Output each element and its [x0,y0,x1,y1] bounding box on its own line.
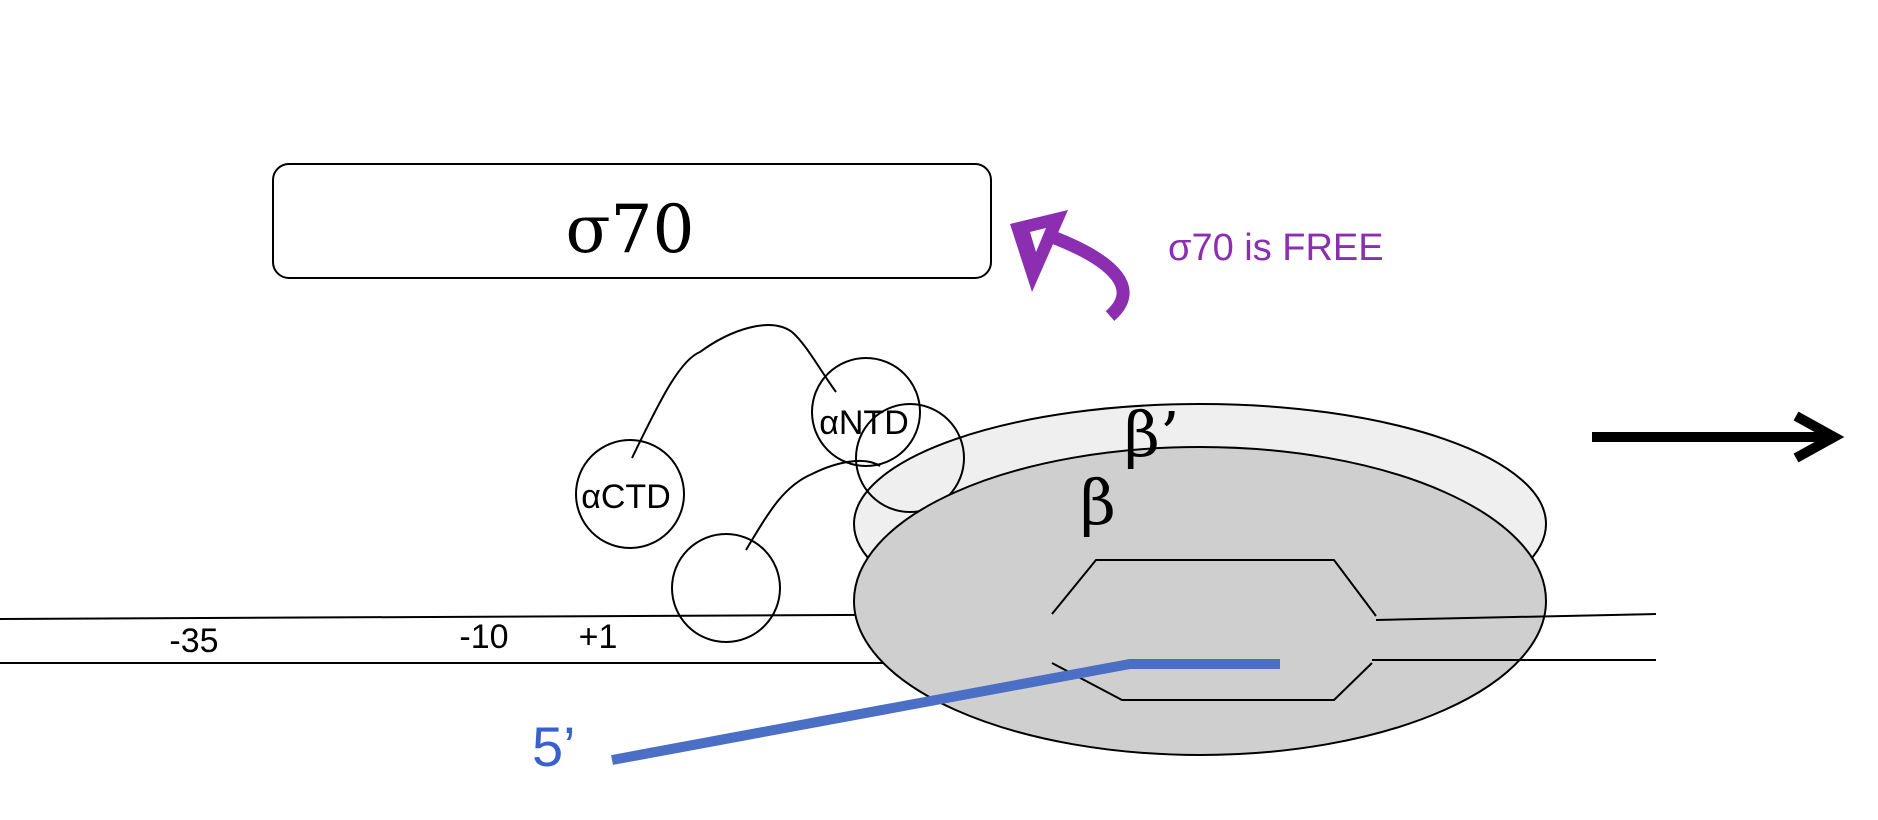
position-minus35: -35 [169,622,218,660]
dna-downstream [1372,613,1657,661]
rna-5prime-label: 5’ [532,715,576,778]
alpha-ctd-circle-2 [671,533,781,643]
position-plus1: +1 [579,618,618,656]
alpha-ntd-circle-2 [855,403,965,513]
beta-label: β [1080,466,1116,539]
nascent-rna [611,659,1280,765]
alpha-linkers [631,324,881,551]
transcription-bubble [1051,559,1377,701]
alpha-ctd-circle [575,439,685,549]
sigma70-box: σ70 [272,163,992,279]
sigma70-free-label: σ70 is FREE [1168,227,1384,269]
curved-arrow-icon [1010,210,1130,321]
alpha-ntd-label: αNTD [819,404,909,442]
beta-prime-label: β’ [1124,398,1180,471]
alpha-ntd-circle [811,357,921,467]
right-arrow-icon [1592,411,1845,463]
beta-subunit [853,446,1547,756]
alpha-ctd-label: αCTD [581,478,671,516]
sigma70-label: σ70 [565,191,694,268]
position-minus10: -10 [459,618,508,656]
